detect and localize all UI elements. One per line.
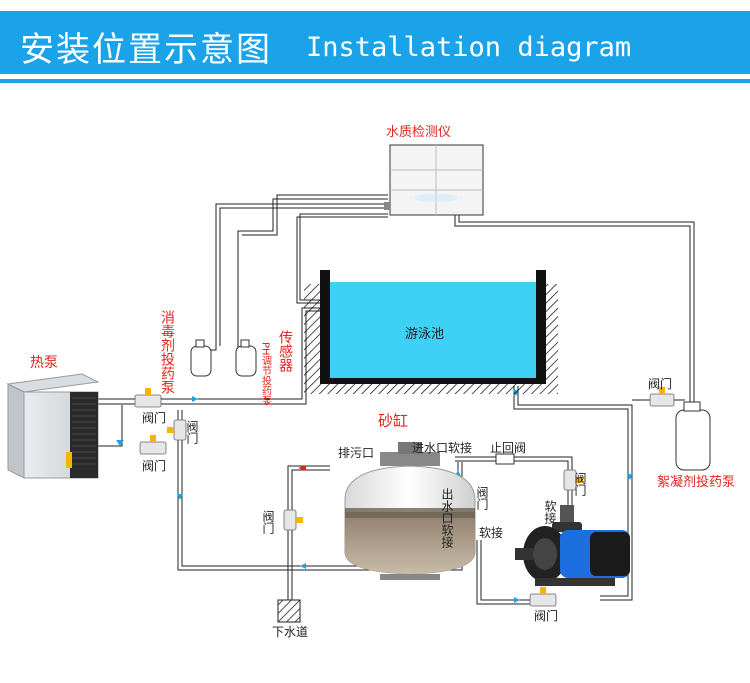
ph-pump-label: PH调节投药泵 (260, 342, 272, 406)
valve-pump-inlet (563, 469, 583, 491)
valve-pump-inlet-label: 阀门 (573, 472, 587, 496)
check-valve-label: 止回阀 (490, 441, 526, 455)
drain-arrow (298, 465, 306, 471)
ph-dosing-pump (235, 339, 257, 377)
disinfectant-pump-label: 消毒剂投药泵 (159, 310, 175, 394)
heat-pump-label: 热泵 (30, 355, 58, 371)
flocculant-pump-label: 絮凝剂投药泵 (657, 474, 735, 490)
sewer-label: 下水道 (272, 625, 308, 639)
valve-outlet-label: 阀门 (475, 486, 489, 510)
header-title-cn: 安装位置示意图 (20, 30, 272, 70)
water-quality-tester-label: 水质检测仪 (386, 125, 451, 140)
sewer-drain (277, 599, 301, 623)
swimming-pool (304, 270, 558, 394)
valve-heatpump-bottom (139, 435, 167, 455)
pump-soft-joint-top-label: 软接 (543, 500, 557, 524)
valve-heatpump-top (134, 388, 162, 408)
sensor-label: 传感器 (277, 330, 293, 372)
valve-pump-bottom-label: 阀门 (534, 608, 558, 623)
valve-heatpump-bottom-label: 阀门 (142, 458, 166, 473)
valve-drain (283, 509, 303, 531)
check-valve-icon (495, 453, 515, 465)
sand-tank (344, 442, 476, 580)
valve-pump-bottom (529, 587, 557, 607)
header-title-en: Installation diagram (306, 32, 632, 63)
header: 安装位置示意图 Installation diagram (0, 0, 750, 86)
valve-flocculant (649, 387, 675, 407)
valve-drain-label: 阀门 (261, 510, 275, 534)
header-underline (0, 79, 750, 83)
disinfectant-dosing-pump (190, 339, 212, 377)
valve-bypass (167, 419, 187, 441)
outlet-hose-label: 出水口软接 (440, 488, 454, 548)
pump-soft-joint-left-label: 软接 (479, 525, 503, 540)
sand-tank-label: 砂缸 (378, 412, 408, 430)
valves (134, 387, 675, 607)
header-band (0, 11, 750, 74)
heat-pump (6, 373, 100, 479)
drain-port-label: 排污口 (338, 446, 374, 460)
inlet-hose-label: 进水口软接 (412, 440, 472, 455)
pool-label: 游泳池 (405, 327, 444, 342)
water-quality-tester (384, 144, 484, 216)
flocculant-dosing-pump (675, 401, 711, 471)
circulation-pump (515, 505, 630, 586)
valve-bypass-label: 阀门 (185, 420, 199, 444)
valve-flocculant-label: 阀门 (648, 376, 672, 391)
valve-heatpump-top-label: 阀门 (142, 410, 166, 425)
